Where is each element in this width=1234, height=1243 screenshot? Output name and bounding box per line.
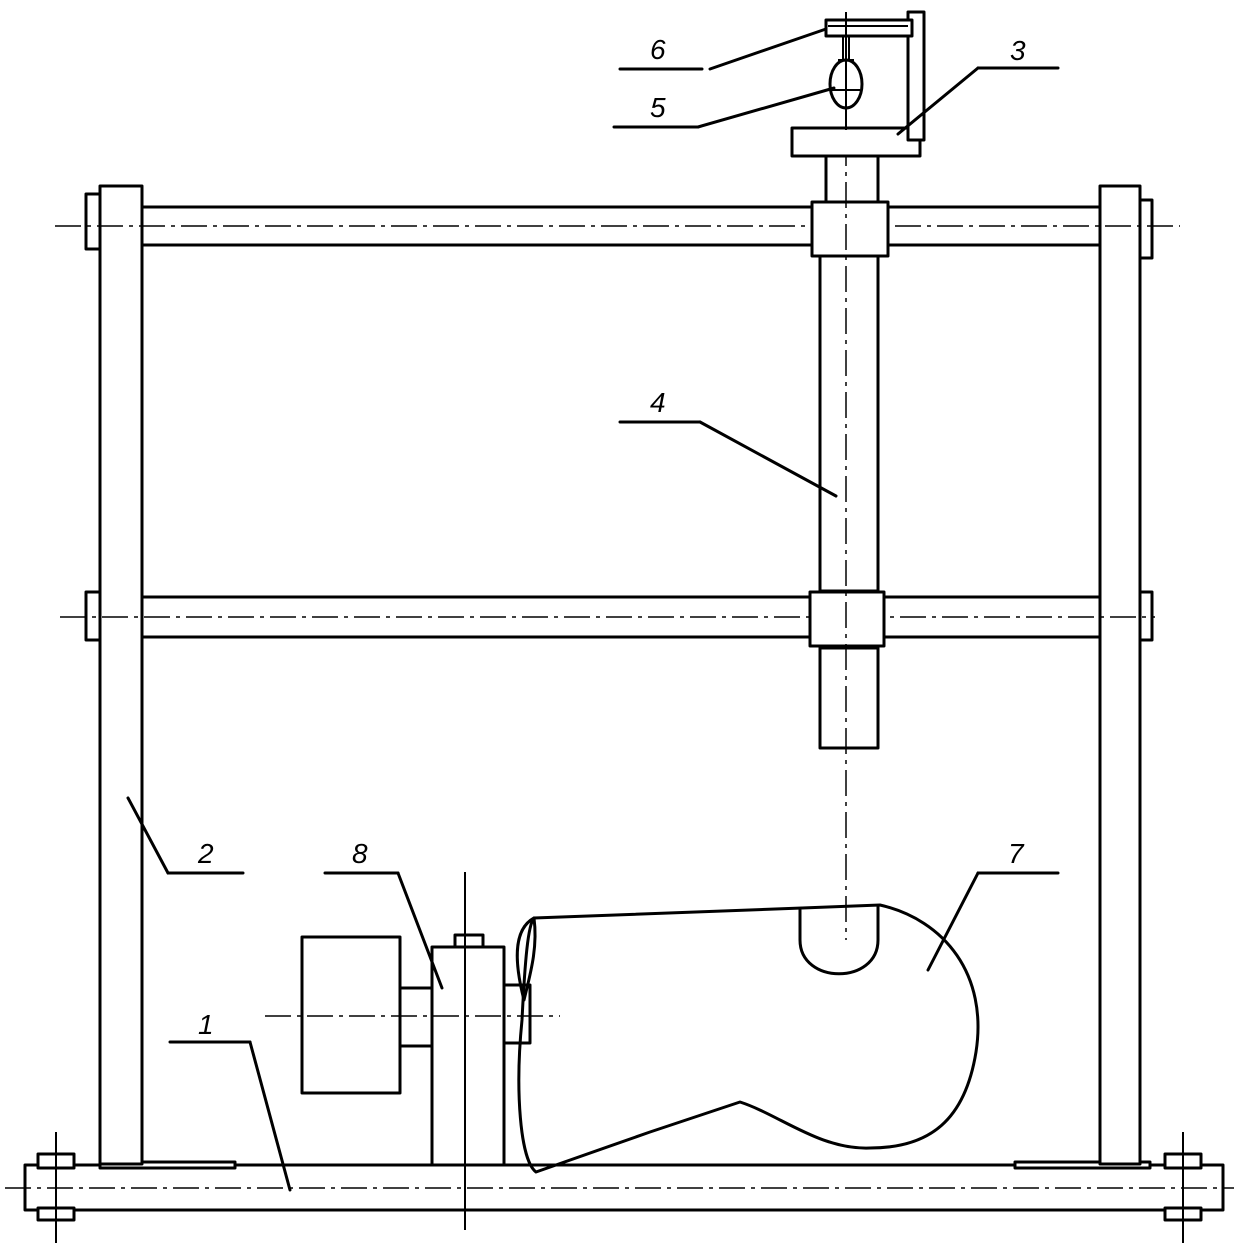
label-1: 1	[198, 1009, 214, 1040]
callout-labels: 1 2 3 4 5 6 7 8	[197, 34, 1026, 1040]
vertical-column	[808, 140, 890, 940]
lamp-emitter	[828, 12, 864, 130]
label-3: 3	[1010, 35, 1026, 66]
label-4: 4	[650, 387, 666, 418]
label-5: 5	[650, 92, 666, 123]
lower-rod	[60, 590, 1155, 642]
label-6: 6	[650, 34, 666, 65]
label-2: 2	[197, 838, 214, 869]
boot-specimen	[515, 903, 980, 1174]
frame-uprights	[98, 184, 1142, 1166]
upper-rod	[55, 192, 1180, 260]
base-plate	[5, 1132, 1234, 1243]
clamp-assembly	[265, 872, 560, 1230]
label-7: 7	[1008, 838, 1025, 869]
leader-lines	[126, 27, 1060, 1192]
label-8: 8	[352, 838, 368, 869]
